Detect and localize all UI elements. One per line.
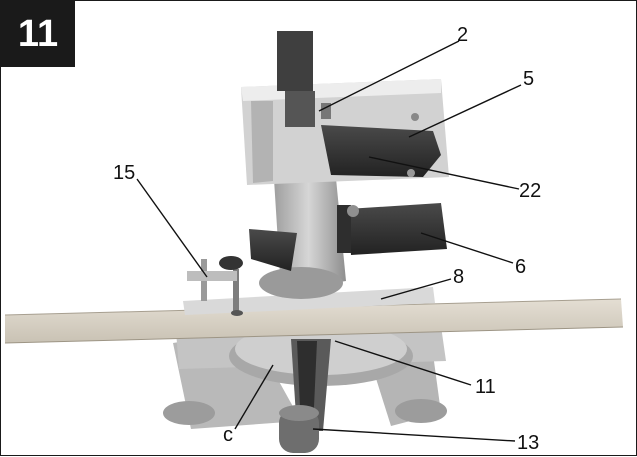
leader-8 <box>380 278 452 300</box>
callout-c: c <box>223 424 233 446</box>
workpiece-clamp <box>187 256 243 316</box>
callout-22: 22 <box>519 180 541 202</box>
leader-11 <box>334 340 472 386</box>
callout-2: 2 <box>457 24 468 46</box>
leader-c <box>234 364 274 430</box>
operating-handle <box>321 113 441 177</box>
motor-housing <box>337 203 447 255</box>
leader-15 <box>136 178 208 278</box>
callout-8: 8 <box>453 266 464 288</box>
callout-15: 15 <box>113 162 135 184</box>
leader-6 <box>420 232 514 264</box>
leader-22 <box>368 156 520 190</box>
callout-6: 6 <box>515 256 526 278</box>
callout-11: 11 <box>475 376 496 398</box>
saw-fence <box>183 287 435 315</box>
callout-13: 13 <box>517 432 539 454</box>
leader-lines <box>136 40 522 442</box>
leader-5 <box>408 84 522 138</box>
top-guard-2 <box>277 31 331 127</box>
callout-5: 5 <box>523 68 534 90</box>
leader-2 <box>318 40 460 112</box>
front-handle <box>279 405 319 453</box>
figure-number-badge: 11 <box>1 1 75 67</box>
leader-13 <box>312 428 516 442</box>
